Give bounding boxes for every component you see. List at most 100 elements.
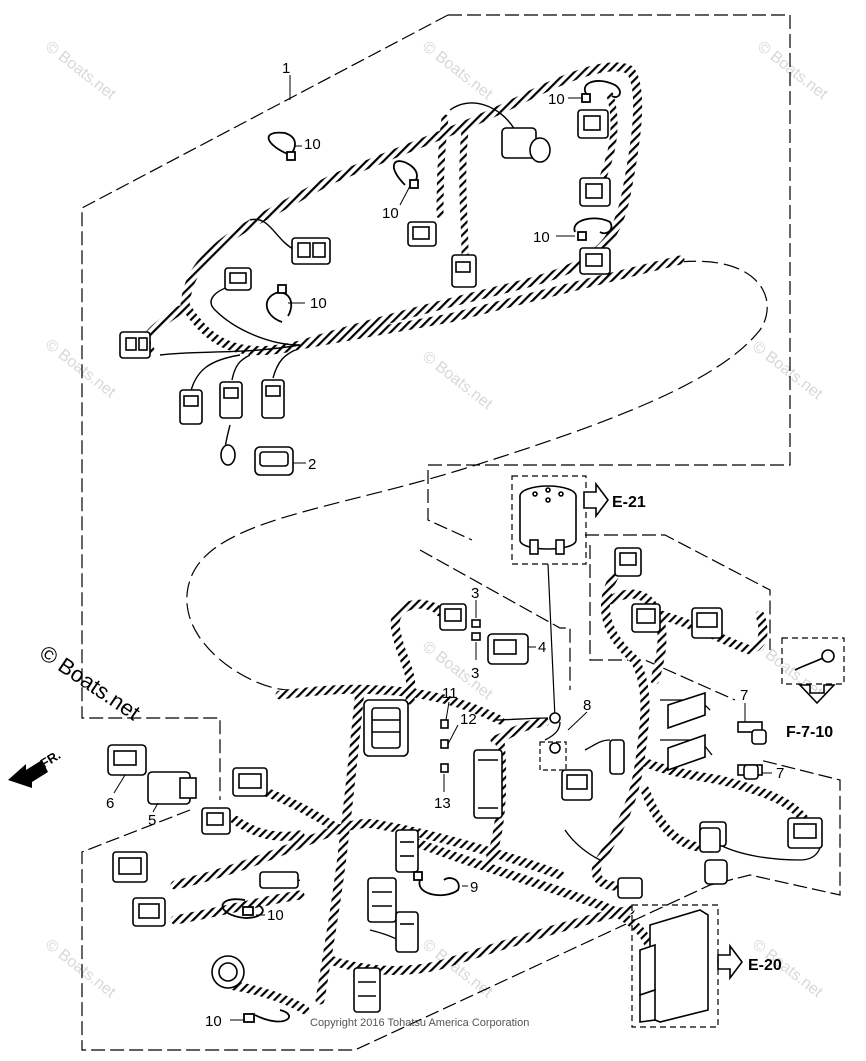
connector-f: [291, 237, 331, 265]
callout-6: 6: [106, 795, 114, 812]
callout-5: 5: [148, 812, 156, 829]
ring-terminal: [549, 712, 561, 724]
connector-h: [451, 254, 477, 288]
part-2-connector-cap: [254, 446, 294, 476]
connector-ff: [617, 877, 643, 899]
connector-q: [132, 897, 166, 927]
callout-9: 9: [470, 879, 478, 896]
fuse-block: [473, 749, 503, 819]
connector-main-block: [363, 699, 409, 757]
part-5-plug: [147, 771, 197, 805]
part-12: [440, 739, 449, 749]
terminal-plates: [667, 691, 706, 772]
connector-aa: [609, 739, 625, 775]
bolt-7-a: [737, 721, 767, 745]
part-3-upper: [471, 619, 481, 628]
callout-7: 7: [776, 765, 784, 782]
connector-a: [119, 331, 151, 359]
callout-2: 2: [308, 456, 316, 473]
connector-k: [579, 177, 611, 207]
callout-3: 3: [471, 585, 479, 602]
connector-v: [353, 967, 381, 1013]
ref-f710: F-7-10: [786, 724, 833, 741]
arrow-right-icon: [717, 943, 743, 981]
lower-harness: [170, 570, 810, 1015]
ecu-e20: [631, 904, 719, 1028]
connector-b: [179, 389, 203, 425]
connector-ee: [704, 859, 728, 885]
callout-8: 8: [583, 697, 591, 714]
connector-m: [439, 603, 467, 631]
callouts: 1 10 10 10 10 10 2 3 3 4 11 12 13 8 7 7 …: [106, 60, 784, 1030]
connector-p: [112, 851, 148, 883]
arrow-down-icon: [798, 684, 836, 705]
leader-lines: [113, 75, 772, 1021]
part-4-cap: [487, 633, 529, 665]
connector-cc: [787, 817, 823, 849]
callout-10: 10: [304, 136, 321, 153]
connector-j: [577, 109, 609, 139]
clamp-10-c: [265, 291, 293, 323]
connector-i: [501, 127, 551, 163]
callout-10: 10: [382, 205, 399, 222]
callout-4: 4: [538, 639, 546, 656]
connector-z: [561, 769, 593, 801]
front-direction-arrow-icon: [8, 760, 48, 788]
callout-12: 12: [460, 711, 477, 728]
part-3-lower: [471, 632, 481, 641]
reference-labels: E-21 F-7-10 E-20 FR.: [38, 494, 834, 974]
part-11: [440, 719, 449, 729]
connector-t: [367, 877, 397, 923]
bracket-8: [539, 741, 567, 771]
connector-y: [691, 607, 723, 639]
harness-routing-dashed: [186, 260, 768, 691]
connector-dd: [699, 827, 721, 853]
callout-1: 1: [282, 60, 290, 77]
clamp-10-e: [573, 217, 613, 235]
ref-e21: E-21: [612, 494, 646, 511]
callout-10: 10: [267, 907, 284, 924]
connector-n: [232, 767, 268, 797]
ground-cable: [781, 637, 845, 685]
clamp-10-g: [254, 1009, 290, 1023]
connector-w: [614, 547, 642, 577]
connector-u: [395, 911, 419, 953]
part-6-cap: [107, 744, 147, 776]
connector-s: [395, 829, 419, 873]
lower-connectors: [107, 547, 823, 1028]
upper-clamps: [265, 80, 621, 323]
ref-e20: E-20: [748, 957, 782, 974]
callout-3: 3: [471, 665, 479, 682]
connector-c: [219, 381, 243, 419]
loop-terminal: [220, 444, 236, 466]
clamp-9: [418, 877, 460, 897]
connector-o: [201, 807, 231, 835]
connector-x: [631, 603, 661, 633]
connector-e: [224, 267, 252, 291]
assembly-outline-lower: [81, 534, 841, 1051]
clamp-10-d: [583, 80, 621, 99]
lower-clamps: [221, 871, 460, 1023]
connector-l: [579, 247, 611, 275]
upper-connectors: [119, 109, 611, 476]
connector-round: [211, 955, 245, 989]
copyright-notice: Copyright 2016 Tohatsu America Corporati…: [310, 1017, 530, 1029]
callout-7: 7: [740, 687, 748, 704]
clamp-10-f: [221, 898, 264, 919]
part-13: [440, 763, 449, 773]
callout-10: 10: [205, 1013, 222, 1030]
callout-13: 13: [434, 795, 451, 812]
callout-10: 10: [533, 229, 550, 246]
bolt-7-b: [737, 764, 763, 780]
assembly-outline-upper: [81, 14, 791, 800]
callout-10: 10: [548, 91, 565, 108]
callout-10: 10: [310, 295, 327, 312]
callout-11: 11: [442, 685, 458, 702]
connector-g: [407, 221, 437, 247]
connector-d: [261, 379, 285, 419]
relay-e21: [511, 475, 587, 719]
arrow-right-icon: [583, 481, 609, 519]
clamp-10-a: [267, 131, 296, 156]
